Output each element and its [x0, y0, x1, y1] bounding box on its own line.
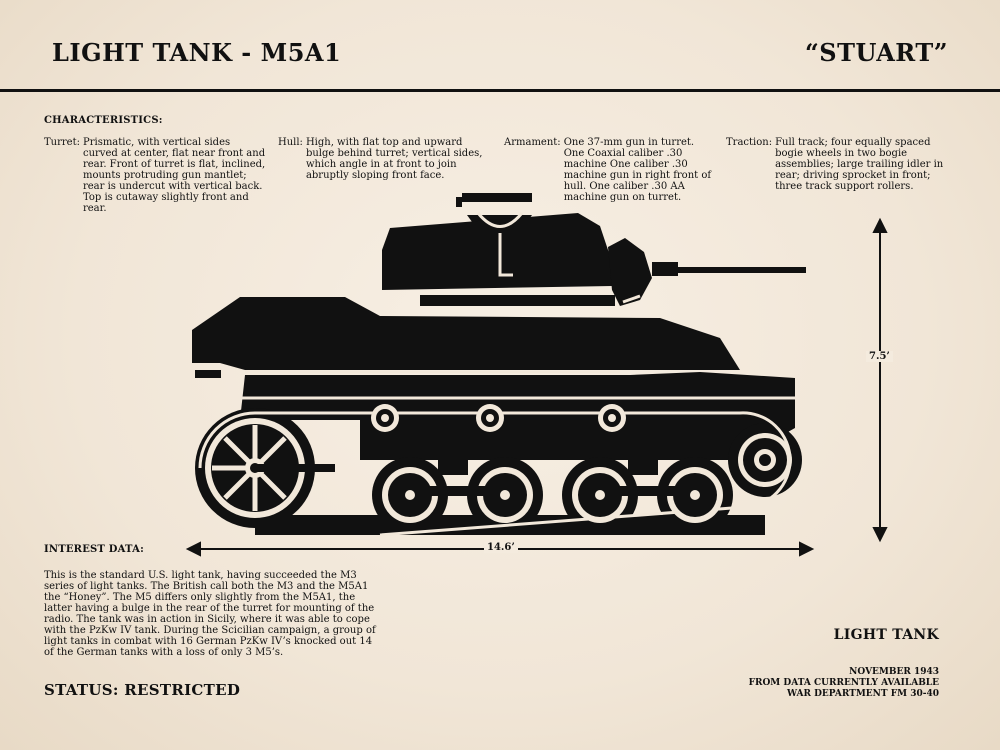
spec-text: Prismatic, with vertical sides curved at… — [82, 137, 266, 214]
page-title: LIGHT TANK - M5A1 — [52, 38, 342, 67]
spec-label: Armament: — [504, 137, 561, 148]
tank-nickname: “STUART” — [805, 38, 948, 67]
spec-hull: Hull: High, with flat top and upward bul… — [278, 137, 484, 181]
classification-label: LIGHT TANK — [833, 627, 939, 643]
header-rule — [0, 89, 1000, 92]
length-dimension: 14.6’ — [484, 542, 518, 553]
source-line: WAR DEPARTMENT FM 30-40 — [786, 689, 939, 699]
source-date: NOVEMBER 1943 — [849, 667, 939, 677]
source-line: FROM DATA CURRENTLY AVAILABLE — [748, 678, 939, 688]
height-dimension: 7.5’ — [866, 351, 893, 362]
spec-text: High, with flat top and upward bulge beh… — [305, 137, 483, 181]
spec-label: Turret: — [44, 137, 80, 148]
spec-armament: Armament: One 37-mm gun in turret. One C… — [504, 137, 716, 203]
spec-label: Traction: — [726, 137, 773, 148]
interest-heading: INTEREST DATA: — [44, 544, 144, 555]
spec-text: Full track; four equally spaced bogie wh… — [775, 137, 944, 192]
characteristics-heading: CHARACTERISTICS: — [44, 115, 163, 126]
spec-text: One 37-mm gun in turret. One Coaxial cal… — [563, 137, 712, 203]
spec-turret: Turret: Prismatic, with vertical sides c… — [44, 137, 266, 214]
source-block: NOVEMBER 1943 FROM DATA CURRENTLY AVAILA… — [749, 667, 939, 700]
interest-text: This is the standard U.S. light tank, ha… — [44, 570, 376, 658]
spec-traction: Traction: Full track; four equally space… — [726, 137, 954, 192]
spec-label: Hull: — [278, 137, 303, 148]
status-label: STATUS: RESTRICTED — [44, 681, 241, 699]
